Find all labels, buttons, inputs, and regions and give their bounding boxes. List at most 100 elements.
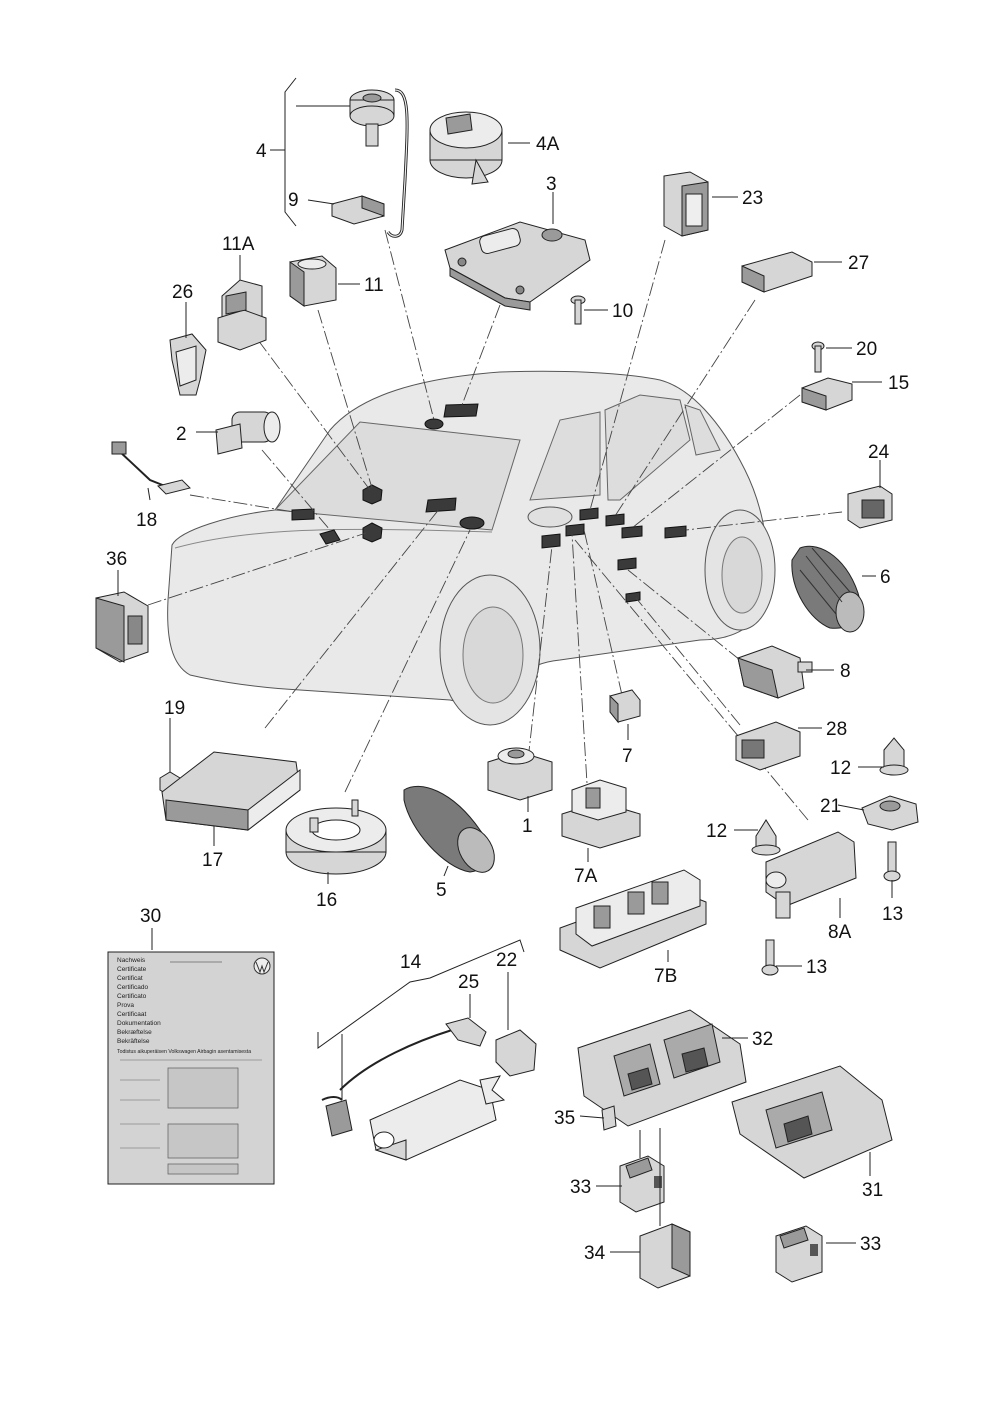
label-1: 1 [522,816,533,837]
car-markers [291,403,687,603]
doc-line-5: Certificato [117,993,147,1000]
marker-2 [319,529,341,545]
part-2-sensor [215,411,281,455]
part-5-grommet [403,785,495,873]
label-5: 5 [436,880,447,901]
label-32: 32 [752,1029,773,1050]
part-13-screw-b [761,939,779,976]
label-17: 17 [202,850,223,871]
doc-line-1: Nachweis [117,957,146,964]
part-7-switch [609,689,641,724]
part-7A-switch [561,779,641,849]
label-13-b: 13 [806,957,827,978]
part-10-screw [570,295,586,325]
label-12-a: 12 [830,758,851,779]
part-1-switch [487,747,553,801]
marker-24 [664,525,687,539]
marker-15 [621,525,643,539]
part-20-screw [811,341,825,373]
label-4: 4 [256,141,267,162]
label-16: 16 [316,890,337,911]
marker-11 [362,484,383,505]
label-11A: 11A [222,234,255,255]
label-12-b: 12 [706,821,727,842]
part-8-sensor [737,645,813,699]
marker-18 [291,508,315,521]
marker-11A [425,497,457,513]
part-36-switch [95,591,149,663]
part-28-socket [735,721,801,771]
marker-16 [459,516,485,530]
marker-23 [579,507,599,521]
doc-line-9: Bekræftelse [117,1029,152,1036]
marker-1 [541,533,561,549]
label-27: 27 [848,253,869,274]
part-6-grommet [791,545,865,633]
marker-36 [362,522,383,543]
part-14-igniter-assembly [321,1017,537,1161]
label-34: 34 [584,1243,606,1264]
label-2: 2 [176,424,187,445]
part-31-panel [731,1065,893,1179]
marker-8 [565,523,585,537]
part-33-switch-a [619,1155,665,1213]
part-11-switch [289,255,337,307]
part-26-clip [169,333,207,396]
marker-4 [424,418,444,430]
label-23: 23 [742,188,763,209]
part-34-module [639,1223,691,1289]
label-35: 35 [554,1108,575,1129]
part-8A-sensor [765,831,857,919]
label-24: 24 [868,442,890,463]
label-13-a: 13 [882,904,903,925]
part-15-sensor [801,377,853,411]
label-26: 26 [172,282,193,303]
doc-line-10: Bekräftelse [117,1038,150,1045]
doc-line-7: Certificaat [117,1011,146,1018]
doc-line-3: Certificat [117,975,143,982]
label-20: 20 [856,339,877,360]
leader-lines [117,77,893,1253]
label-15: 15 [888,373,909,394]
marker-28 [617,557,637,571]
doc-line-6: Prova [117,1002,134,1009]
car-illustration [167,370,776,726]
label-7A: 7A [574,866,598,887]
part-12-clip-b [751,819,781,856]
part-13-screw-a [883,841,901,882]
label-9: 9 [288,190,299,211]
part-9-connector [331,195,385,225]
label-30: 30 [140,906,161,927]
label-3: 3 [546,174,557,195]
label-8A: 8A [828,922,852,943]
label-14: 14 [400,952,422,973]
label-31: 31 [862,1180,883,1201]
doc-line-4: Certificado [117,984,148,991]
dashed-leaders [147,229,843,821]
part-12-clip-a [879,737,909,776]
label-22: 22 [496,950,517,971]
label-25: 25 [458,972,479,993]
doc-footer: Todistus aikuperäisen Volkswagen Airbagi… [117,1049,251,1055]
part-27-module [741,251,813,293]
label-6: 6 [880,567,891,588]
part-11A-switch [217,279,267,351]
label-7: 7 [622,746,633,767]
part-24-socket [847,485,893,529]
label-36: 36 [106,549,127,570]
label-4A: 4A [536,134,560,155]
label-33-a: 33 [570,1177,591,1198]
label-33-b: 33 [860,1234,881,1255]
marker-27 [605,513,625,527]
part-4A-switch [429,111,503,185]
label-18: 18 [136,510,157,531]
label-19: 19 [164,698,185,719]
part-17-control-unit [161,751,301,832]
label-10: 10 [612,301,633,322]
part-21-bracket [861,795,919,831]
part-labels: 4 4A 3 23 9 11A 11 27 26 10 20 15 2 24 1… [106,134,909,1264]
part-32-panel [577,1009,747,1127]
part-35-clip [601,1105,617,1131]
